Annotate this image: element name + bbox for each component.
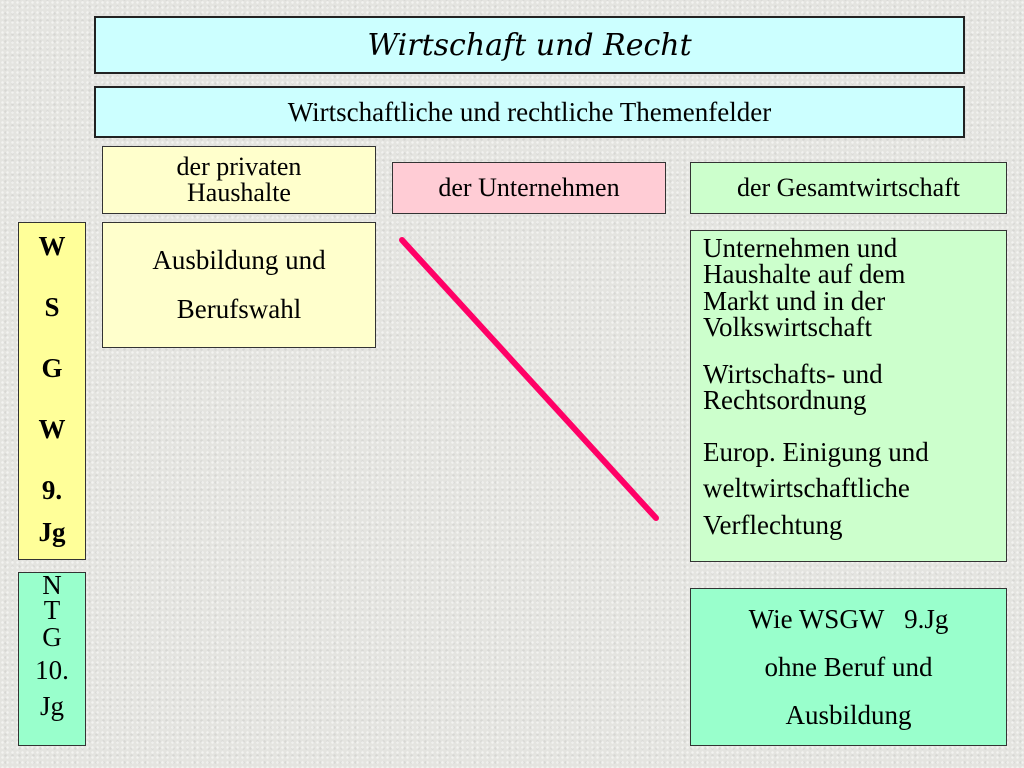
row-header-ntg-grade-unit: Jg [39,691,64,722]
topic-line: Verflechtung [703,509,843,540]
column-header-private-households: der privaten Haushalte [102,146,376,214]
cell-wsgw-private-line2: Berufswahl [176,294,302,324]
cell-wsgw-macroeconomy: Unternehmen und Haushalte auf dem Markt … [690,230,1007,562]
column-header-companies-label: der Unternehmen [438,173,620,202]
cell-ntg-line2: ohne Beruf und [764,651,933,682]
topic-line: Haushalte auf dem [703,259,906,290]
topic-line: Markt und in der [703,285,886,316]
row-header-wsgw-grade: 9. [41,475,63,505]
row-header-wsgw-letter: S [44,292,60,322]
topic-european-integration: Europ. Einigung und weltwirtschaftliche … [703,434,998,543]
topic-line: Europ. Einigung und [703,436,929,467]
column-header-private-line2: Haushalte [187,178,291,207]
row-header-ntg-letter: N [42,570,62,600]
row-header-ntg: N T G 10. Jg [18,570,86,746]
cell-ntg-line3: Ausbildung [785,700,912,731]
cell-ntg-macroeconomy: Wie WSGW 9.Jg ohne Beruf und Ausbildung [690,588,1007,746]
topic-markets: Unternehmen und Haushalte auf dem Markt … [703,235,998,341]
topic-line: Unternehmen und [703,233,898,263]
row-header-ntg-letter: T [43,595,61,626]
row-header-ntg-letter: G [42,622,62,653]
column-header-macroeconomy: der Gesamtwirtschaft [690,162,1007,214]
column-header-macroeconomy-label: der Gesamtwirtschaft [736,173,961,202]
cell-wsgw-private-line1: Ausbildung und [152,245,326,276]
page-title-text: Wirtschaft und Recht [367,27,692,63]
topic-line: Wirtschafts- und [703,358,883,389]
topic-line: weltwirtschaftliche [703,473,910,504]
strike-line [399,237,659,521]
page-subtitle-text: Wirtschaftliche und rechtliche Themenfel… [287,96,772,127]
cell-ntg-line1: Wie WSGW 9.Jg [748,603,949,634]
row-header-ntg-grade: 10. [35,655,69,686]
page-subtitle: Wirtschaftliche und rechtliche Themenfel… [94,86,965,138]
page-title: Wirtschaft und Recht [94,16,965,74]
row-header-wsgw-letter: W [38,414,66,444]
row-header-wsgw-letter: W [38,231,66,261]
topic-line: Volkswirtschaft [703,312,872,343]
row-header-wsgw: W S G W 9. Jg [18,222,86,560]
topic-legal-order: Wirtschafts- und Rechtsordnung [703,358,998,416]
cell-wsgw-private-households: Ausbildung und Berufswahl [102,222,376,348]
row-header-wsgw-letter: G [41,353,63,383]
column-header-companies: der Unternehmen [392,162,666,214]
topic-line: Rechtsordnung [703,385,867,416]
row-header-wsgw-grade-unit: Jg [38,517,66,547]
column-header-private-line1: der privaten [176,152,302,181]
